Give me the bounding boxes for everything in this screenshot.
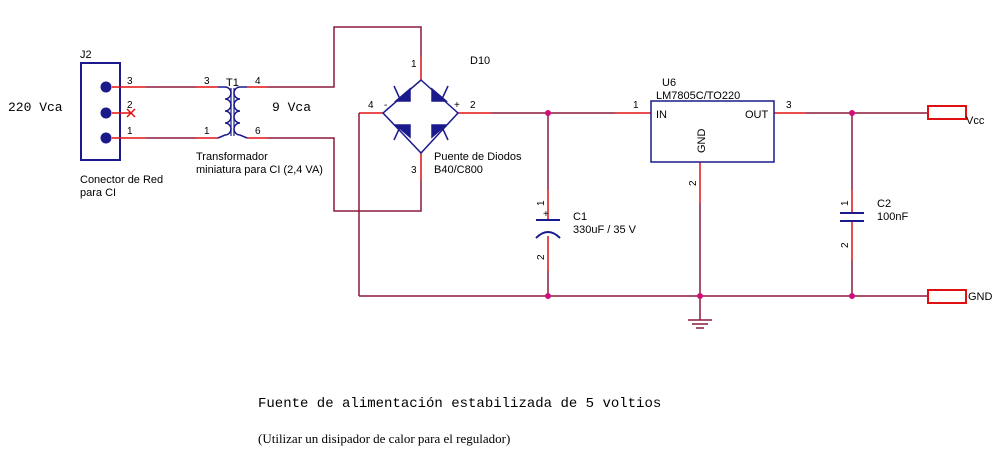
regulator-pin-in: 1	[633, 100, 639, 111]
transformer-desc-line2: miniatura para CI (2,4 VA)	[196, 164, 323, 176]
bridge-pin-1: 1	[411, 59, 417, 70]
bridge-pin-4: 4	[368, 100, 374, 111]
ground-symbol	[688, 319, 712, 329]
output-vcc: Vcc	[927, 105, 985, 127]
secondary-winding	[233, 86, 248, 139]
transformer-ref: T1	[226, 77, 239, 89]
junction-gnd	[697, 293, 703, 299]
caption-note: (Utilizar un disipador de calor para el …	[258, 431, 510, 446]
primary-winding	[217, 86, 232, 139]
transformer-pin-3: 3	[204, 76, 210, 87]
bridge-ref: D10	[470, 55, 490, 67]
regulator-gnd-label: GND	[696, 129, 708, 154]
regulator-u6: U6 LM7805C/TO220 IN OUT GND 1 3 2	[615, 77, 806, 203]
regulator-body	[650, 100, 775, 163]
c2-pin-1: 1	[840, 200, 851, 206]
bridge-desc-line2: B40/C800	[434, 164, 483, 176]
junction-dots	[545, 110, 855, 299]
connector-pin-1	[100, 132, 112, 144]
vcc-terminal	[927, 105, 967, 120]
secondary-wires	[268, 26, 422, 212]
vcc-label: Vcc	[966, 115, 985, 127]
gnd-label: GND	[968, 291, 993, 303]
regulator-pin-gnd: 2	[688, 180, 699, 186]
junction-c1-bottom	[545, 293, 551, 299]
transformer-desc-line1: Transformador	[196, 151, 268, 163]
junction-c2-top	[849, 110, 855, 116]
transformer-pin-1: 1	[204, 126, 210, 137]
connector-pin-3	[100, 81, 112, 93]
caption-title: Fuente de alimentación estabilizada de 5…	[258, 396, 661, 412]
bridge-rectifier-d10: D10 1 2 3 4 - + Puente de Diodos B40/C80…	[359, 55, 522, 180]
gnd-terminal	[927, 289, 967, 304]
connector-pin-1-number: 1	[127, 126, 133, 137]
capacitor-c1: + 1 2 C1 330uF / 35 V	[535, 190, 637, 271]
connector-desc-line2: para CI	[80, 187, 116, 199]
transformer-pin-4: 4	[255, 76, 261, 87]
junction-c2-bottom	[849, 293, 855, 299]
regulator-part: LM7805C/TO220	[656, 90, 740, 102]
connector-pin-3-number: 3	[127, 76, 133, 87]
secondary-voltage-label: 9 Vca	[272, 100, 311, 115]
c2-pin-2: 2	[840, 242, 851, 248]
output-gnd: GND	[927, 289, 993, 304]
transformer-t1: T1 3 1 4 6 9 Vca Transformador miniatura…	[196, 76, 323, 176]
bridge-desc-line1: Puente de Diodos	[434, 151, 522, 163]
dc-wires	[358, 112, 928, 320]
connector-j2: J2 3 2 1 Conector de Red para CI	[80, 49, 163, 199]
bridge-pin-3: 3	[411, 165, 417, 176]
connector-desc-line1: Conector de Red	[80, 174, 163, 186]
c1-ref: C1	[573, 211, 587, 223]
supply-voltage-label: 220 Vca	[8, 100, 63, 115]
c1-plus-sign: +	[543, 209, 549, 220]
regulator-out-label: OUT	[745, 109, 769, 121]
capacitor-c2: 1 2 C2 100nF	[840, 190, 908, 260]
bridge-pin-2: 2	[470, 100, 476, 111]
regulator-in-label: IN	[656, 109, 667, 121]
connector-body	[80, 62, 121, 161]
regulator-pin-out: 3	[786, 100, 792, 111]
c2-ref: C2	[877, 198, 891, 210]
primary-wires	[146, 86, 196, 139]
junction-c1-top	[545, 110, 551, 116]
c2-value: 100nF	[877, 211, 908, 223]
c1-pin-1: 1	[536, 200, 547, 206]
bridge-diamond	[381, 79, 460, 155]
connector-ref: J2	[80, 49, 92, 61]
bridge-minus-sign: -	[384, 100, 387, 111]
connector-pin-2	[100, 107, 112, 119]
c1-value: 330uF / 35 V	[573, 224, 637, 236]
no-connect-mark	[126, 108, 136, 118]
transformer-pin-6: 6	[255, 126, 261, 137]
bridge-plus-sign: +	[454, 100, 460, 111]
c1-plate-negative	[535, 231, 561, 239]
c1-pin-2: 2	[536, 254, 547, 260]
connector-pin-2-number: 2	[127, 100, 133, 111]
regulator-ref: U6	[662, 77, 676, 89]
